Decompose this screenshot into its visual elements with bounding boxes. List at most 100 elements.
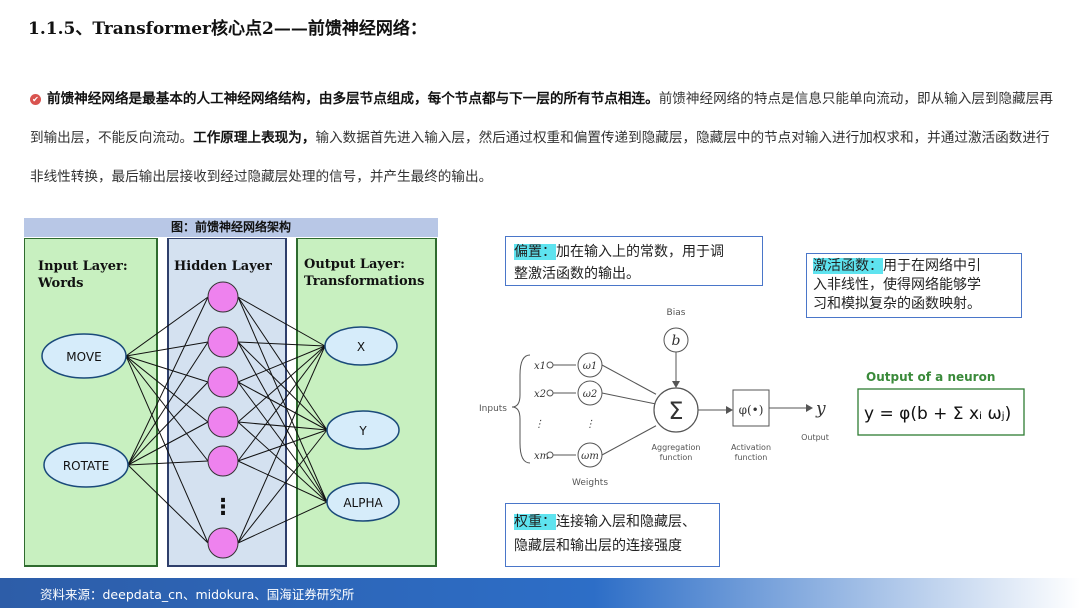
formula-title: Output of a neuron <box>866 370 995 384</box>
edge-input-1-hidden-1 <box>127 341 209 466</box>
neuron-input-port <box>546 361 554 369</box>
bullet-icon: ✔ <box>30 94 41 105</box>
output-node-y <box>326 410 400 450</box>
edge-input-0-hidden-1 <box>125 341 209 357</box>
output-label: Output <box>801 433 829 442</box>
weight-callout-line2: 隐藏层和输出层的连接强度 <box>514 538 682 554</box>
bias-callout-term: 偏置： <box>514 244 556 260</box>
bias-callout-line1: 加在输入上的常数，用于调 <box>556 244 724 260</box>
weight-node-label: ω1 <box>583 361 598 372</box>
activation-callout-term: 激活函数： <box>813 258 883 274</box>
intro-bold-2: 工作原理上表现为， <box>193 130 316 146</box>
weight-callout-line1: 连接输入层和隐藏层、 <box>556 514 696 530</box>
activation-to-output-arrowhead <box>806 404 813 412</box>
hidden-layer-header: Hidden Layer <box>174 259 272 274</box>
edge-hidden-1-output-2 <box>237 341 328 503</box>
input-layer-panel <box>24 238 158 567</box>
edge-input-0-hidden-3 <box>125 355 209 423</box>
sum-to-activation-arrowhead <box>726 406 733 414</box>
weight-callout: 权重：连接输入层和隐藏层、 隐藏层和输出层的连接强度 <box>505 503 720 567</box>
hidden-nodes <box>207 281 239 559</box>
edge-input-0-hidden-0 <box>125 296 209 357</box>
input-node-move <box>41 333 127 379</box>
page-title: 1.1.5、Transformer核心点2——前馈神经网络： <box>28 19 427 39</box>
hidden-node <box>207 406 239 438</box>
output-node-x <box>324 326 398 366</box>
edge-hidden-3-output-1 <box>237 421 328 431</box>
edge-hidden-3-output-2 <box>237 421 328 503</box>
hidden-node <box>207 445 239 477</box>
output-node-alpha-label: ALPHA <box>343 496 383 510</box>
formula: y = φ(b + Σ xᵢ ωⱼ) <box>864 404 1011 424</box>
activation-label-2: function <box>735 453 768 462</box>
output-symbol: y <box>815 399 826 419</box>
sum-symbol: Σ <box>668 397 683 425</box>
weight-to-sum-line <box>601 425 657 456</box>
edge-hidden-3-output-0 <box>237 345 326 423</box>
network-diagram: Input Layer: Words Hidden Layer Output L… <box>24 238 437 567</box>
inputs-label: Inputs <box>479 404 507 414</box>
hidden-node <box>207 366 239 398</box>
edge-hidden-4-output-2 <box>237 460 328 503</box>
input-node-move-label: MOVE <box>66 350 101 364</box>
edge-hidden-0-output-2 <box>237 296 328 503</box>
hidden-ellipsis: ⋮ <box>212 495 234 520</box>
bias-arrowhead <box>672 381 680 388</box>
weight-node-label: ωm <box>581 451 599 462</box>
input-node-rotate-label: ROTATE <box>63 459 109 473</box>
weight-to-sum-line <box>601 392 657 405</box>
edge-hidden-4-output-0 <box>237 345 326 462</box>
edge-input-1-hidden-2 <box>127 381 209 466</box>
bias-label: Bias <box>667 308 686 318</box>
intro-bold-1: 前馈神经网络是最基本的人工神经网络结构，由多层节点组成，每个节点都与下一层的所有… <box>47 91 659 107</box>
edge-input-0-hidden-4 <box>125 355 209 462</box>
input-layer-header-1: Input Layer: <box>38 259 128 274</box>
bias-symbol: b <box>672 333 681 349</box>
intro-paragraph: ✔ 前馈神经网络是最基本的人工神经网络结构，由多层节点组成，每个节点都与下一层的所… <box>30 80 1060 197</box>
hidden-node <box>207 326 239 358</box>
intro-text-1: 前馈神经网络的特点是信息只能单向流动，即从输入层到隐藏层再到输出层，不能反向流动… <box>30 91 1053 146</box>
weight-node-label: ω2 <box>583 389 598 400</box>
edge-input-1-hidden-0 <box>127 296 209 466</box>
weight-to-sum-line <box>601 364 657 395</box>
neuron-input-port <box>546 389 554 397</box>
aggregation-label-1: Aggregation <box>652 443 701 452</box>
edge-hidden-5-output-0 <box>237 345 326 544</box>
inputs-brace <box>511 354 531 464</box>
output-layer-header-1: Output Layer: <box>304 257 405 272</box>
edge-hidden-2-output-1 <box>237 381 328 431</box>
formula-box <box>857 388 1025 436</box>
aggregation-label-2: function <box>660 453 693 462</box>
edge-hidden-4-output-1 <box>237 429 328 462</box>
edge-hidden-2-output-0 <box>237 345 326 383</box>
weight-callout-term: 权重： <box>514 514 556 530</box>
edge-hidden-1-output-1 <box>237 341 328 431</box>
footer-bar: 资料来源：deepdata_cn、midokura、国海证券研究所 <box>0 578 1080 608</box>
output-node-alpha <box>326 482 400 522</box>
footer-source: 资料来源：deepdata_cn、midokura、国海证券研究所 <box>40 587 355 602</box>
edge-hidden-1-output-0 <box>237 341 326 347</box>
edge-input-1-hidden-5 <box>127 464 209 544</box>
weight-node-label: ⋮ <box>585 419 595 430</box>
activation-box <box>732 389 770 427</box>
edge-hidden-0-output-0 <box>237 296 326 347</box>
intro-text-2: 输入数据首先进入输入层，然后通过权重和偏置传递到隐藏层，隐藏层中的节点对输入进行… <box>30 130 1050 185</box>
connection-edges <box>125 296 328 544</box>
bias-callout-line2: 整激活函数的输出。 <box>514 266 640 282</box>
hidden-node <box>207 281 239 313</box>
activation-callout-line2: 入非线性，使得网络能够学 <box>813 277 981 293</box>
neuron-input-label: x2 <box>534 389 546 400</box>
activation-callout-line1: 用于在网络中引 <box>883 258 981 274</box>
bias-callout: 偏置：加在输入上的常数，用于调 整激活函数的输出。 <box>505 236 763 286</box>
input-node-rotate <box>43 442 129 488</box>
edge-input-0-hidden-2 <box>125 355 209 383</box>
edge-input-1-hidden-4 <box>127 460 209 466</box>
output-node-y-label: Y <box>358 424 367 438</box>
activation-label-1: Activation <box>731 443 771 452</box>
input-layer-header-2: Words <box>37 276 83 291</box>
activation-symbol: φ(•) <box>739 403 764 417</box>
output-layer-header-2: Transformations <box>304 274 424 289</box>
weights-label: Weights <box>572 478 608 488</box>
